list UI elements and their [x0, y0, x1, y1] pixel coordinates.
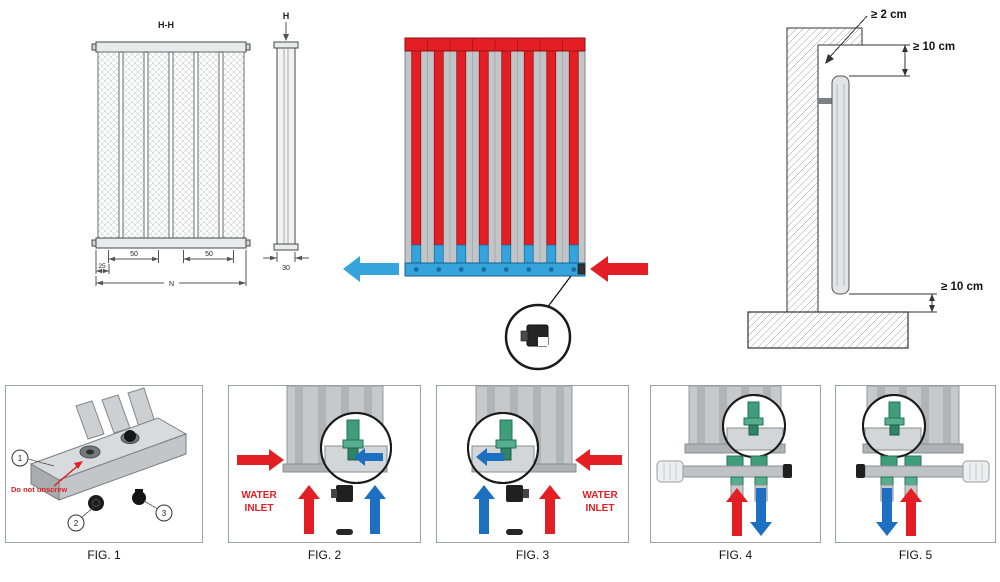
dim-30: 30 [282, 265, 290, 272]
fig1-valve-knob [132, 489, 146, 505]
mounting-bracket [818, 98, 832, 104]
fig2-inlet-arrow [237, 449, 284, 471]
fig2-panel: WATER INLET [228, 385, 421, 543]
fig1-callouts: 1 2 3 [11, 449, 173, 532]
fig3-cap [506, 529, 523, 535]
clearance-bottom-dim [849, 293, 937, 313]
dim-N: N [169, 281, 174, 288]
fig5-valve-detail [864, 401, 922, 451]
dim-25: 25 [98, 263, 106, 270]
cold-collector [404, 262, 586, 277]
front-dimensions [95, 250, 247, 286]
fig4-caption: FIG. 4 [718, 548, 753, 562]
fig3-cold-up-arrow [473, 485, 495, 534]
clearance-top-label: ≥ 10 cm [913, 41, 955, 53]
cold-tube-stubs [411, 244, 579, 264]
radiator-body [404, 37, 586, 277]
drain-plug [577, 263, 586, 275]
fig5-cold-down-arrow [876, 488, 898, 536]
radiator-side-profile [831, 75, 850, 295]
fig1-drawing: Do not unscrew 1 2 3 [11, 387, 188, 532]
fig2-plug-icon [331, 485, 353, 502]
fig2-drawing: WATER INLET [237, 386, 392, 535]
fig2-flow-arrow [354, 448, 383, 466]
fig3-flow-arrow [476, 448, 504, 466]
fig4-valve-detail [726, 401, 784, 451]
fig4-cold-down-arrow [750, 488, 772, 536]
technical-drawing: H-H [91, 11, 309, 288]
hot-tubes [411, 50, 579, 246]
plug-icon [520, 324, 549, 347]
wall-mount: ≥ 2 cm ≥ 10 cm ≥ 10 cm [747, 9, 983, 349]
fig4-valve-assembly [656, 455, 792, 502]
radiator-tubes [97, 51, 245, 239]
fig5-hot-up-arrow [900, 488, 922, 536]
fig2-water-label-2: INLET [245, 503, 274, 514]
clearance-wall-dim: ≥ 2 cm [825, 9, 907, 64]
flow-diagram [343, 37, 648, 371]
fig3-caption: FIG. 3 [515, 548, 550, 562]
fig2-water-label-1: WATER [241, 490, 277, 501]
fig4-hot-up-arrow [726, 488, 748, 536]
fig4-end-knob [783, 464, 792, 478]
fig1-panel: Do not unscrew 1 2 3 [5, 385, 203, 543]
callout-2: 2 [74, 519, 79, 528]
fig3-water-label-1: WATER [582, 490, 618, 501]
front-view: H-H [91, 20, 251, 288]
fig4-drawing [656, 386, 792, 536]
front-dim-arrows [96, 256, 246, 286]
fig2-cold-up-arrow [364, 485, 386, 534]
fig5-end-knob [856, 464, 865, 478]
fig3-panel: WATER INLET [436, 385, 629, 543]
fig2-cap [336, 529, 353, 535]
clearance-bottom-label: ≥ 10 cm [941, 281, 983, 293]
fig5-caption: FIG. 5 [898, 548, 933, 562]
fig3-plug-icon [506, 485, 529, 502]
fig5-drawing [856, 386, 990, 536]
clearance-wall-label: ≥ 2 cm [871, 9, 907, 21]
callout-3: 3 [162, 509, 167, 518]
fig1-collector [29, 417, 188, 501]
fig4-panel [650, 385, 821, 543]
callout-1: 1 [18, 454, 23, 463]
do-not-unscrew-note: Do not unscrew [11, 485, 67, 494]
fig2-caption: FIG. 2 [307, 548, 342, 562]
dim-50-left: 50 [130, 251, 138, 258]
fig5-panel [835, 385, 996, 543]
height-label: H [283, 11, 290, 21]
fig1-plug [88, 495, 104, 511]
fig3-hot-up-arrow [539, 485, 561, 534]
fig3-water-label-2: INLET [586, 503, 615, 514]
inlet-arrow [590, 256, 648, 282]
fig1-caption: FIG. 1 [87, 548, 121, 562]
clearance-top-dim [849, 44, 910, 77]
fig3-inlet-arrow [575, 449, 622, 471]
wall-section [747, 27, 909, 349]
fig5-valve-assembly [856, 455, 990, 502]
fig1-tubes [75, 387, 156, 440]
side-view: H 30 [263, 11, 309, 272]
outlet-arrow [343, 256, 399, 282]
magnifier-detail [504, 275, 572, 371]
dim-50-right: 50 [205, 251, 213, 258]
section-label: H-H [158, 20, 174, 30]
side-dimensions [263, 252, 309, 262]
fig3-drawing: WATER INLET [467, 386, 622, 535]
fig3-valve-detail [471, 419, 535, 473]
fig2-hot-up-arrow [298, 485, 320, 534]
fig2-valve-detail [324, 419, 388, 473]
